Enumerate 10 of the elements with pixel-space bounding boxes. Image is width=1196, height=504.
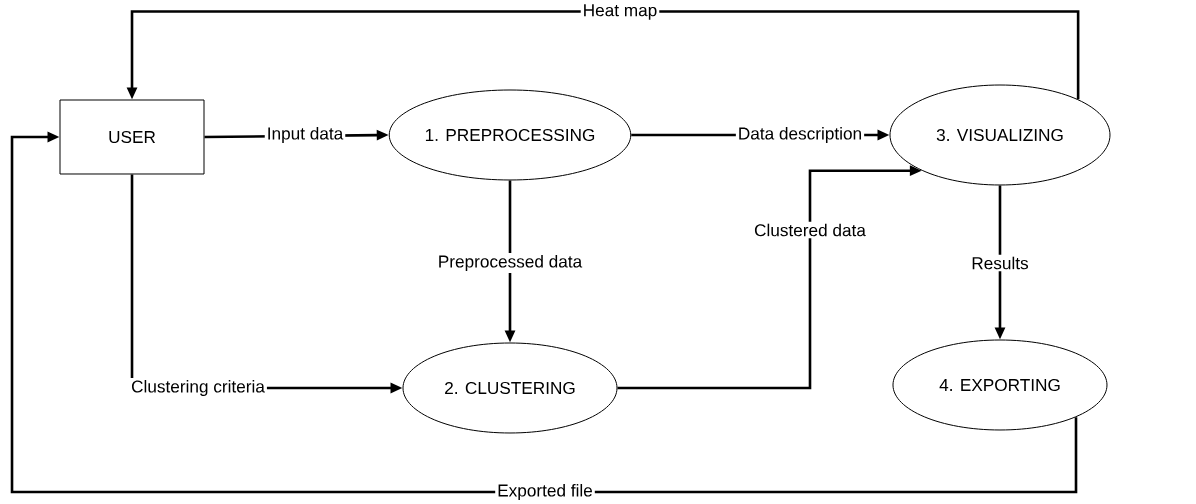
edge-label: Data description xyxy=(735,125,865,145)
edge-label: Exported file xyxy=(495,481,595,502)
edge-label: Clustered data xyxy=(752,221,868,239)
process-box: USER xyxy=(59,99,205,175)
edge-label: Input data xyxy=(264,125,346,145)
edge-label: Clustering criteria xyxy=(129,378,267,398)
edge-label: Preprocessed data xyxy=(435,253,585,273)
edge-label: Heat map xyxy=(580,2,660,22)
edge-label: Results xyxy=(969,254,1031,272)
arrow xyxy=(10,131,1078,494)
